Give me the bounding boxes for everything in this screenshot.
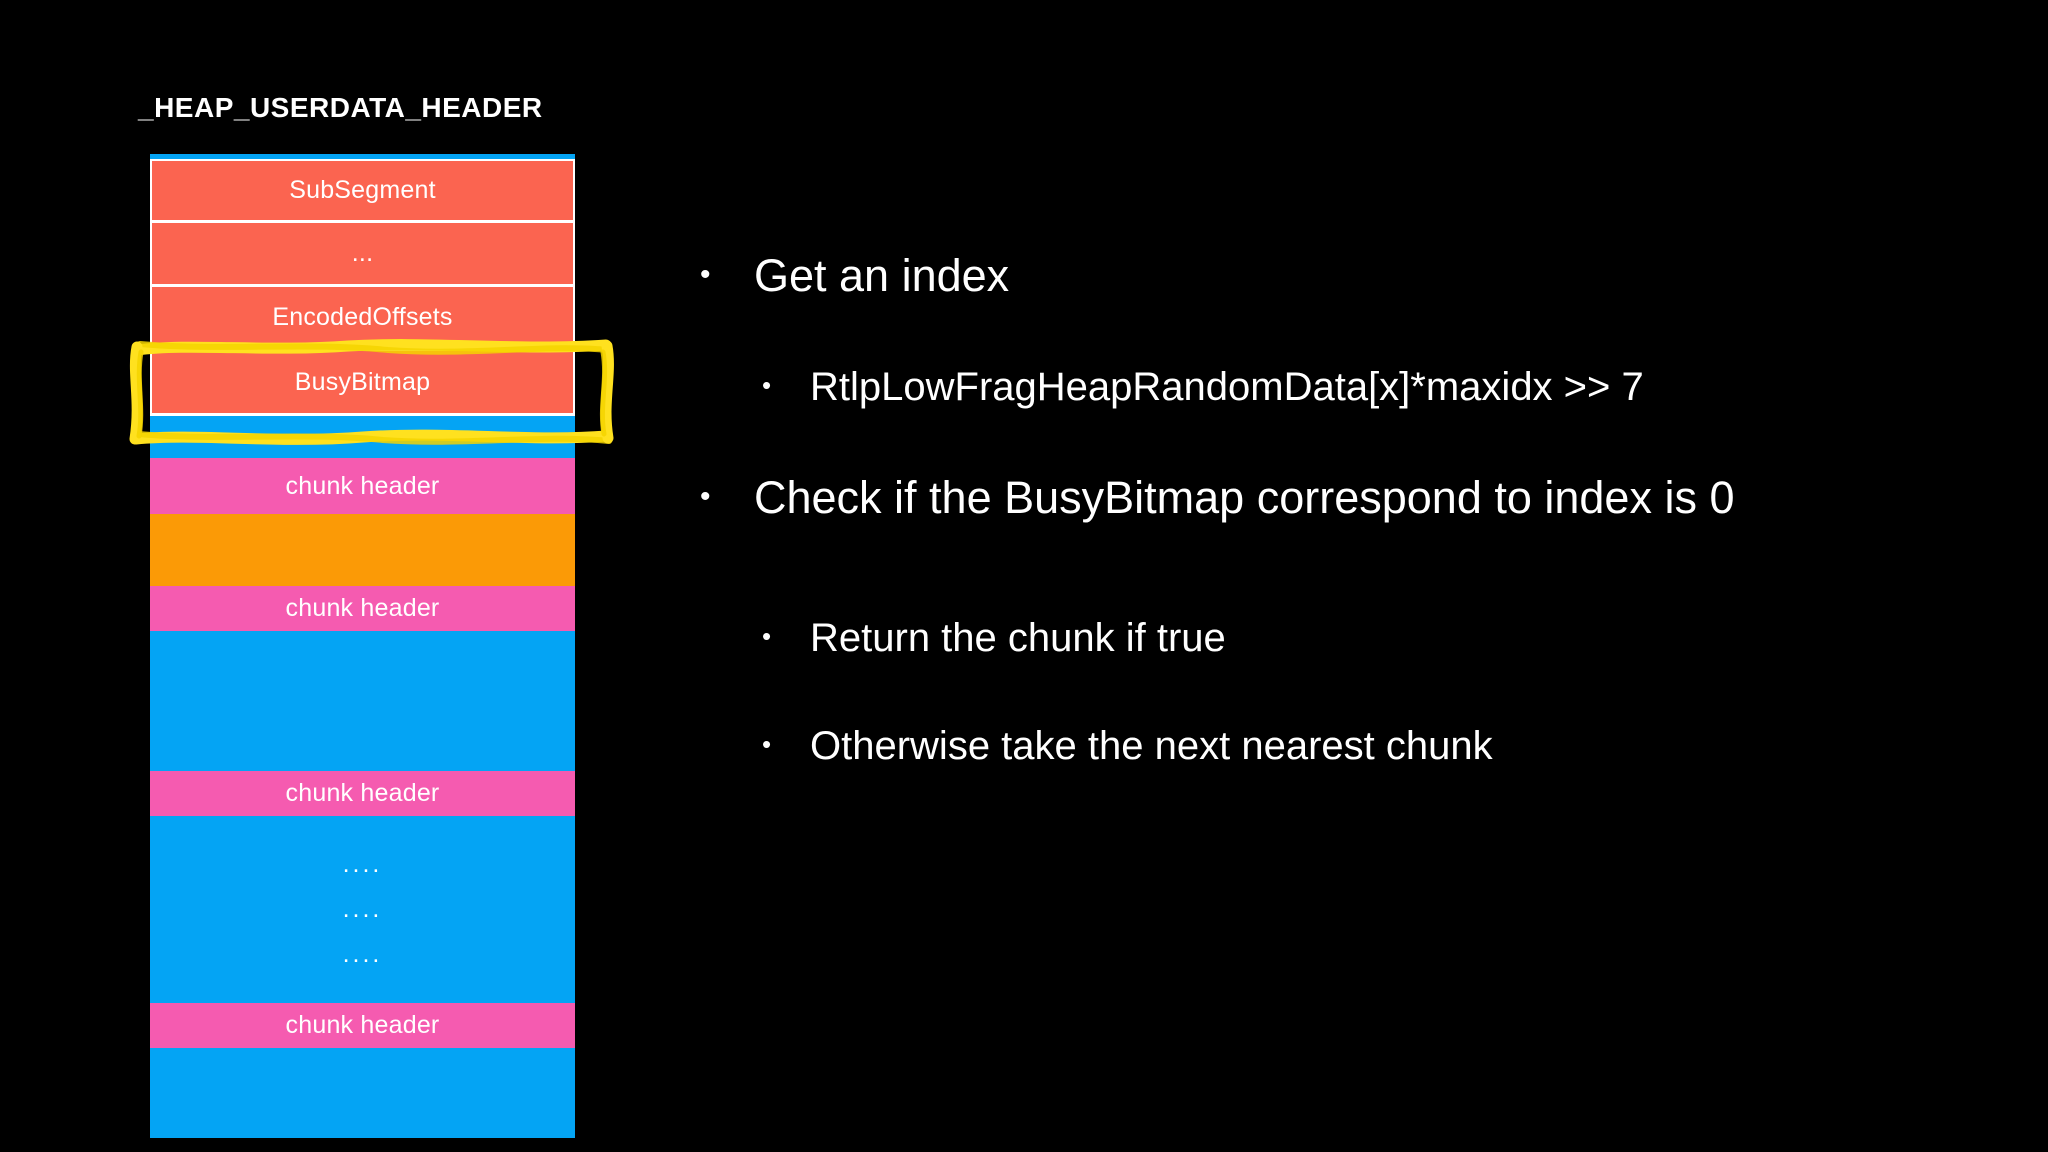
bullet-rtlp-formula: • RtlpLowFragHeapRandomData[x]*maxidx >>… (762, 362, 1960, 412)
bullet-marker-icon: • (700, 480, 711, 514)
bullet-text: Get an index (754, 250, 1010, 301)
list-spacer (700, 703, 1960, 721)
chunk-body-blue-1 (150, 631, 575, 771)
chunk-body-blue-ellipsis: .... .... .... (150, 816, 575, 1003)
chunk-header-2: chunk header (150, 586, 575, 631)
bullet-return-chunk: • Return the chunk if true (762, 613, 1960, 663)
heap-userdata-header-diagram: _HEAP_USERDATA_HEADER SubSegment ... Enc… (0, 0, 640, 1152)
struct-field-label: SubSegment (289, 176, 436, 204)
chunk-body-blue-2 (150, 1048, 575, 1138)
bullet-marker-icon: • (762, 370, 772, 401)
bullet-check-busybitmap: • Check if the BusyBitmap correspond to … (700, 470, 1960, 526)
memory-block-stack: SubSegment ... EncodedOffsets BusyBitmap… (150, 154, 575, 1138)
chunk-header-4: chunk header (150, 1003, 575, 1048)
top-blue-cap (150, 154, 575, 159)
bullet-list: • Get an index • RtlpLowFragHeapRandomDa… (700, 248, 1960, 811)
struct-field-label: EncodedOffsets (272, 303, 453, 331)
struct-field-label: ... (351, 239, 374, 267)
chunk-header-label: chunk header (285, 594, 440, 622)
bullet-text: Otherwise take the next nearest chunk (810, 723, 1493, 768)
bullet-text: RtlpLowFragHeapRandomData[x]*maxidx >> 7 (810, 365, 1644, 410)
bullet-text: Check if the BusyBitmap correspond to in… (754, 472, 1735, 524)
continuation-dots: .... (342, 940, 383, 968)
bullet-text: Return the chunk if true (810, 615, 1226, 660)
data-block-blue-gap (150, 416, 575, 458)
struct-field-subsegment: SubSegment (150, 159, 575, 223)
chunk-header-label: chunk header (285, 471, 440, 500)
chunk-header-label: chunk header (285, 1011, 440, 1039)
chunk-header-1: chunk header (150, 458, 575, 514)
struct-field-busybitmap: BusyBitmap (150, 351, 575, 416)
list-spacer (700, 452, 1960, 470)
list-spacer (700, 344, 1960, 362)
chunk-header-3: chunk header (150, 771, 575, 816)
bullet-marker-icon: • (700, 258, 711, 291)
continuation-dots: .... (342, 895, 383, 923)
diagram-title: _HEAP_USERDATA_HEADER (138, 92, 543, 123)
chunk-header-label: chunk header (285, 779, 440, 807)
struct-field-label: BusyBitmap (294, 367, 431, 396)
struct-field-encodedoffsets: EncodedOffsets (150, 287, 575, 351)
bullet-get-an-index: • Get an index (700, 248, 1960, 304)
chunk-body-orange (150, 514, 575, 586)
bullet-next-nearest-chunk: • Otherwise take the next nearest chunk (762, 721, 1960, 771)
continuation-dots-group: .... .... .... (150, 852, 575, 967)
bullet-marker-icon: • (762, 728, 772, 759)
list-spacer (700, 567, 1960, 613)
struct-field-ellipsis: ... (150, 223, 575, 287)
continuation-dots: .... (342, 850, 383, 878)
bullet-marker-icon: • (762, 620, 772, 651)
